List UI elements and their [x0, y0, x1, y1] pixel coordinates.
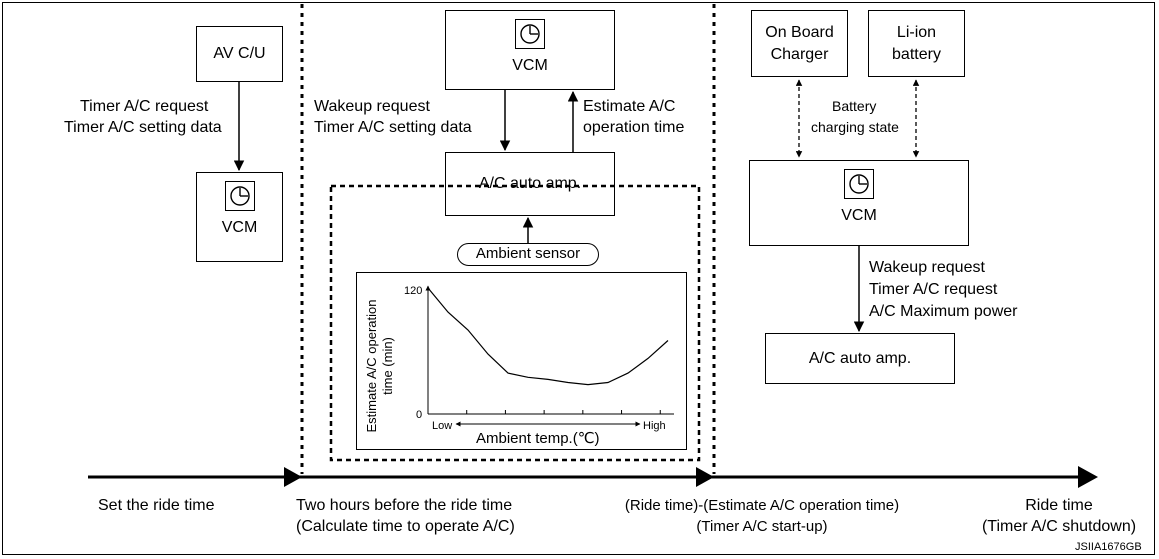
- li-ion-battery-box: Li-ion battery: [868, 10, 965, 77]
- battery-state-line1: Battery: [832, 98, 877, 114]
- left-request-line1: Timer A/C request: [80, 98, 209, 115]
- battery-label-line1: Li-ion: [896, 23, 937, 41]
- middle-ac-auto-amp-label: A/C auto amp.: [478, 175, 582, 192]
- middle-ac-auto-amp-box: A/C auto amp.: [445, 152, 615, 216]
- charger-label-line2: Charger: [770, 45, 829, 63]
- left-vcm-box: VCM: [196, 172, 283, 262]
- timeline-start-up-line1: (Ride time)-(Estimate A/C operation time…: [624, 497, 900, 514]
- middle-vcm-label: VCM: [512, 57, 548, 74]
- right-ac-auto-amp-box: A/C auto amp.: [765, 333, 955, 384]
- middle-vcm-box: VCM: [445, 10, 615, 90]
- timeline-start-up: (Ride time)-(Estimate A/C operation time…: [597, 495, 927, 537]
- graph-y-tick-min: 0: [416, 409, 423, 421]
- timeline-two-hours-line2: (Calculate time to operate A/C): [296, 518, 515, 535]
- left-vcm-label: VCM: [221, 219, 258, 236]
- right-ac-auto-amp-label: A/C auto amp.: [808, 349, 912, 367]
- graph-x-label: Ambient temp.(℃): [476, 430, 600, 447]
- battery-state-line2: charging state: [811, 119, 899, 135]
- right-req-line1: Wakeup request: [869, 259, 985, 276]
- right-req-line3: A/C Maximum power: [869, 303, 1018, 320]
- ambient-sensor-pill: Ambient sensor: [457, 243, 599, 266]
- timeline-two-hours-before: Two hours before the ride time (Calculat…: [296, 495, 515, 537]
- timeline-ride-time-line1: Ride time: [1025, 497, 1093, 514]
- graph-x-high: High: [643, 420, 666, 432]
- right-vcm-box: VCM: [749, 160, 969, 246]
- graph-x-low: Low: [432, 420, 453, 432]
- middle-wakeup-line2: Timer A/C setting data: [314, 119, 472, 136]
- left-request-line2: Timer A/C setting data: [64, 119, 222, 136]
- av-cu-box: AV C/U: [196, 26, 283, 82]
- battery-label-line2: battery: [892, 45, 941, 63]
- middle-wakeup-line1: Wakeup request: [314, 98, 430, 115]
- clock-icon: [515, 19, 545, 49]
- right-req-line2: Timer A/C request: [869, 281, 998, 298]
- right-vcm-label: VCM: [841, 207, 877, 224]
- av-cu-label: AV C/U: [213, 45, 266, 62]
- clock-icon: [224, 181, 255, 211]
- timeline-ride-time-line2: (Timer A/C shutdown): [981, 518, 1137, 535]
- graph-y-label-line2: time (min): [380, 337, 395, 395]
- graph-y-tick-max: 120: [404, 285, 423, 297]
- middle-estimate-line2: operation time: [583, 119, 685, 136]
- figure-code: JSIIA1676GB: [1075, 541, 1142, 553]
- timeline-two-hours-line1: Two hours before the ride time: [296, 497, 513, 514]
- middle-estimate-line1: Estimate A/C: [583, 98, 676, 115]
- timeline-start-up-line2: (Timer A/C start-up): [696, 518, 828, 535]
- ambient-sensor-label: Ambient sensor: [475, 245, 581, 262]
- clock-icon: [844, 169, 874, 199]
- timeline-set-ride-time: Set the ride time: [98, 497, 215, 514]
- timeline-ride-time: Ride time (Timer A/C shutdown): [964, 495, 1154, 537]
- graph-y-label: Estimate A/C operation time (min): [364, 286, 396, 446]
- graph-y-label-line1: Estimate A/C operation: [364, 299, 379, 433]
- charger-label-line1: On Board: [765, 23, 834, 41]
- on-board-charger-box: On Board Charger: [751, 10, 848, 77]
